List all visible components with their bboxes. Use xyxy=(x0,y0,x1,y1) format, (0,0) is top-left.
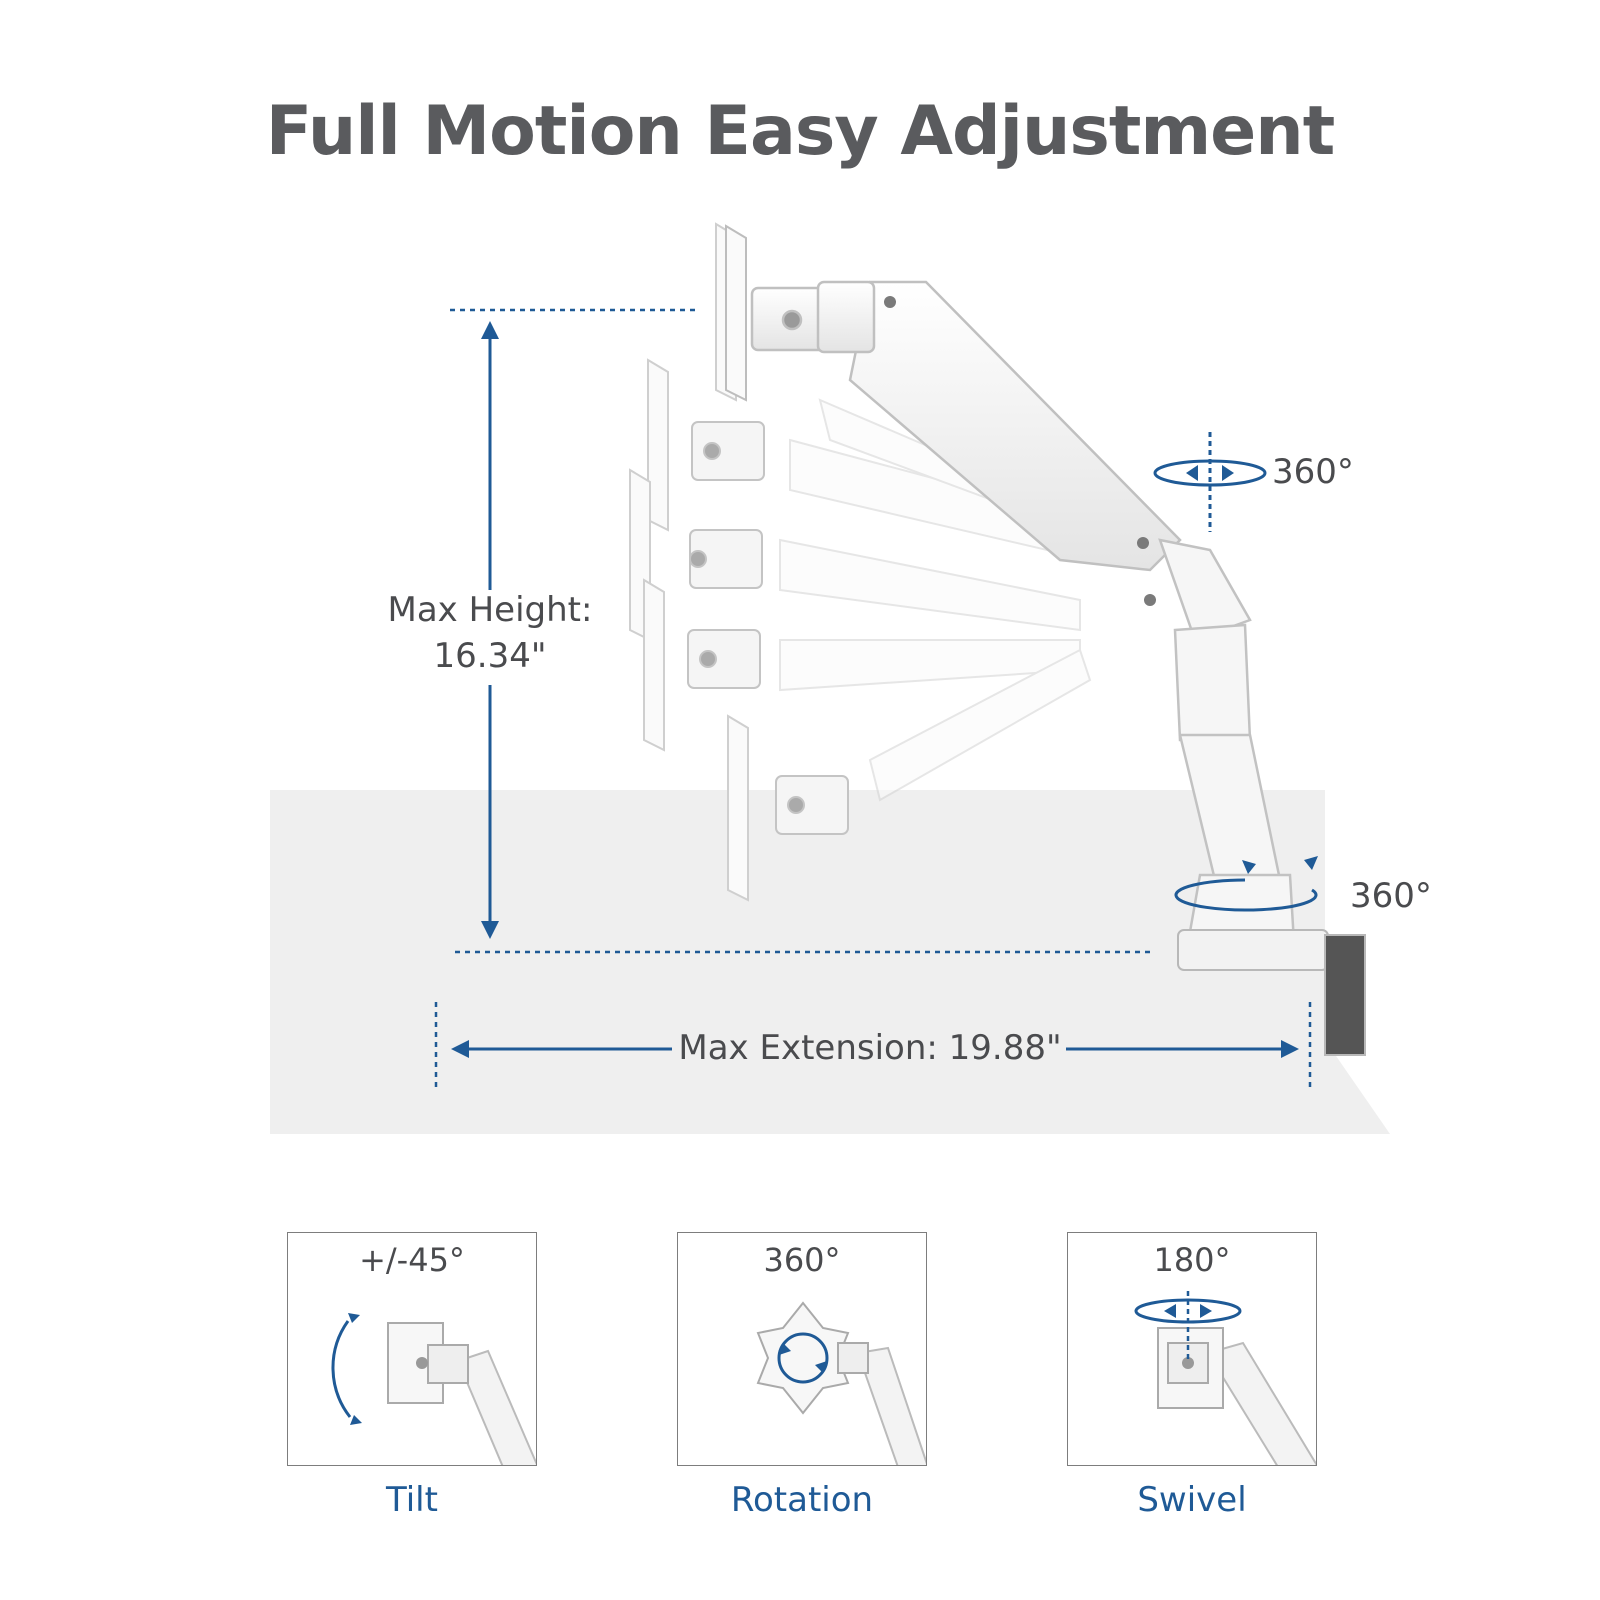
swivel-panel: 180° xyxy=(1067,1232,1317,1466)
tilt-diagram xyxy=(331,1313,536,1465)
tilt-name: Tilt xyxy=(386,1480,438,1520)
tilt-degree: +/-45° xyxy=(359,1241,465,1279)
main-arm xyxy=(750,280,1182,606)
upper-rotation-icon xyxy=(1153,432,1267,532)
max-height-value: 16.34" xyxy=(433,636,547,676)
tilt-panel: +/-45° xyxy=(287,1232,537,1466)
max-extension-label: Max Extension: 19.88" xyxy=(678,1028,1062,1068)
base-rotation-icon xyxy=(1174,856,1318,912)
rotation-degree: 360° xyxy=(763,1241,841,1279)
upper-rotation-label: 360° xyxy=(1272,452,1354,492)
swivel-diagram xyxy=(1134,1291,1316,1465)
tilt-heads xyxy=(687,421,849,835)
page-title: Full Motion Easy Adjustment xyxy=(265,92,1335,171)
rotation-diagram xyxy=(756,1301,926,1465)
rotation-panel: 360° xyxy=(677,1232,927,1466)
monitor-arm-illustration xyxy=(270,222,1390,1134)
max-height-label: Max Height: xyxy=(387,590,593,630)
monitor-plate-top xyxy=(725,224,747,402)
base-rotation-label: 360° xyxy=(1350,876,1432,916)
desk-clamp xyxy=(1177,929,1366,1056)
rotation-name: Rotation xyxy=(730,1480,874,1520)
swivel-degree: 180° xyxy=(1153,1241,1231,1279)
ghost-monitor-plates xyxy=(629,222,749,902)
swivel-name: Swivel xyxy=(1137,1480,1247,1520)
